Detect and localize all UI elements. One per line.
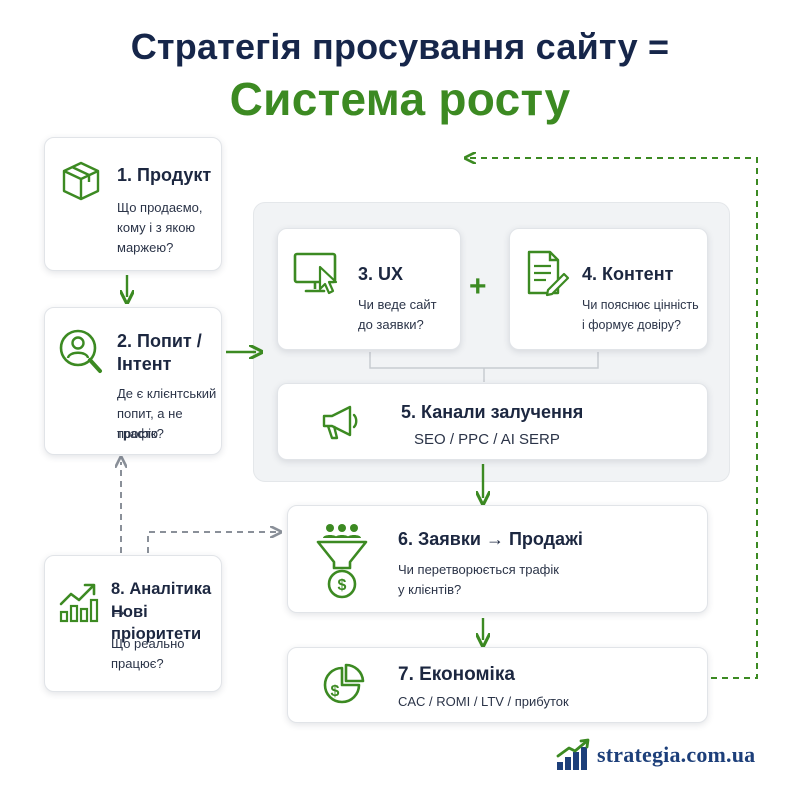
step-4-desc-line-1: Чи пояснює цінність: [582, 298, 699, 312]
pie-dollar-icon: $: [323, 663, 365, 704]
step-1-desc-line-2: кому і з якою: [117, 220, 196, 235]
step-8-heading-line-2: Нові пріоритети: [111, 603, 202, 643]
document-pen-icon: [527, 250, 570, 297]
svg-text:$: $: [338, 577, 347, 594]
step-card-5-channels: 5. Канали залучення SEO / PPC / AI SERP: [277, 383, 708, 460]
step-2-desc-line-3: трафік?: [117, 426, 164, 441]
step-5-heading: 5. Канали залучення: [401, 402, 584, 422]
step-8-desc-line-1: Що реально: [111, 636, 185, 651]
step-1-desc-line-3: маржею?: [117, 240, 174, 255]
svg-text:$: $: [331, 683, 340, 700]
step-card-7-economics: $ 7. Економіка CAC / ROMI / LTV / прибут…: [287, 647, 708, 723]
step-4-desc-line-2: і формує довіру?: [582, 318, 681, 332]
step-1-desc-line-1: Що продаємо,: [117, 200, 203, 215]
step-2-desc-line-1: Де є клієнтський: [117, 386, 217, 401]
step-6-desc-line-2: у клієнтів?: [398, 582, 462, 597]
step-6-heading: 6. Заявки → Продажі: [398, 529, 583, 549]
title-line-2: Система росту: [229, 73, 571, 125]
step-2-desc-line-2: попит, а не просто: [117, 406, 183, 441]
plus-sign: +: [469, 270, 487, 303]
step-card-3-ux: 3. UX Чи веде сайт до заявки?: [277, 228, 461, 350]
step-4-heading: 4. Контент: [582, 264, 674, 284]
logo-text[interactable]: strategia.com.ua: [597, 742, 756, 767]
step-1-heading: 1. Продукт: [117, 165, 212, 185]
step-8-desc-line-2: працює?: [111, 656, 164, 671]
title-line-1: Стратегія просування сайту =: [130, 26, 670, 67]
step-7-desc: CAC / ROMI / LTV / прибуток: [398, 694, 569, 709]
step-3-desc-line-1: Чи веде сайт: [358, 297, 437, 312]
step-card-2-demand: 2. Попит / Інтент Де є клієнтський попит…: [44, 307, 222, 455]
step-card-1-product: 1. Продукт Що продаємо, кому і з якою ма…: [44, 137, 222, 271]
step-3-heading: 3. UX: [358, 264, 404, 284]
arrow-8-to-6: [147, 532, 276, 553]
funnel-icon: $: [316, 524, 368, 599]
arrow-7-loop-to-top: [470, 158, 758, 679]
step-8-heading-line-1: 8. Аналітика →: [111, 580, 212, 620]
step-card-4-content: 4. Контент Чи пояснює цінність і формує …: [509, 228, 708, 350]
step-5-desc: SEO / PPC / AI SERP: [414, 431, 560, 448]
step-2-heading-line-1: 2. Попит /: [117, 331, 202, 351]
megaphone-icon: [322, 405, 358, 440]
step-2-heading-line-2: Інтент: [117, 354, 172, 374]
logo-chart-icon: [556, 738, 590, 770]
growth-chart-icon: [59, 583, 99, 623]
step-card-8-analytics: 8. Аналітика → Нові пріоритети Що реальн…: [44, 555, 222, 692]
monitor-cursor-icon: [293, 252, 338, 295]
step-6-desc-line-1: Чи перетворюється трафік: [398, 562, 559, 577]
bracket-3-4-to-5: [369, 352, 599, 382]
user-search-icon: [59, 329, 102, 373]
box-icon: [62, 161, 100, 201]
step-7-heading: 7. Економіка: [398, 664, 515, 685]
step-3-desc-line-2: до заявки?: [358, 317, 424, 332]
step-card-6-leads-sales: $ 6. Заявки → Продажі Чи перетворюється …: [287, 505, 708, 613]
